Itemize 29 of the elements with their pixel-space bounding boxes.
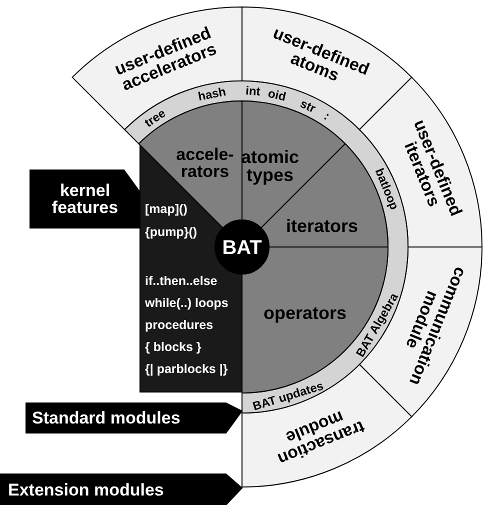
- pointer-tag: [0, 473, 243, 505]
- band-label: tree: [142, 106, 168, 129]
- sector-label: operators: [263, 304, 347, 322]
- pointer-tag: [25, 402, 243, 434]
- band-label: str: [298, 96, 318, 114]
- feature-text: if..then..else: [145, 274, 218, 288]
- band-label: oid: [266, 87, 288, 103]
- band-label: BAT updates: [250, 380, 324, 413]
- tag-label: Standard modules: [32, 410, 180, 426]
- band-label: int: [245, 84, 261, 98]
- band-label: hash: [197, 85, 228, 102]
- center-label: BAT: [222, 238, 262, 258]
- feature-text: { blocks }: [145, 340, 202, 354]
- feature-text: procedures: [145, 318, 214, 332]
- feature-text: [map](): [145, 202, 188, 216]
- tag-label: Extension modules: [8, 482, 164, 498]
- tag-label: kernel features: [50, 182, 120, 216]
- feature-text: while(..) loops: [145, 296, 228, 310]
- feature-text: {| parblocks |}: [145, 362, 228, 376]
- sector-label: accele- rators: [175, 146, 235, 180]
- band-label: :: [322, 110, 332, 122]
- sector-label: atomic types: [240, 148, 300, 184]
- inner-sector: [137, 100, 243, 229]
- feature-text: {pump}(): [145, 226, 198, 238]
- pointer-tag: [29, 169, 141, 229]
- outer-sector: [358, 76, 483, 248]
- outer-sector: [241, 6, 413, 131]
- center-circle: [214, 219, 270, 275]
- sector-label: iterators: [286, 217, 358, 235]
